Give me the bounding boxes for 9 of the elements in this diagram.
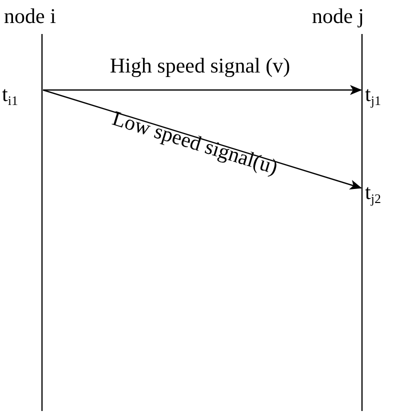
node-label: node i <box>4 6 56 27</box>
arrow <box>42 89 362 190</box>
arrow <box>43 85 362 95</box>
node-label: node j <box>312 6 364 27</box>
edge-label: High speed signal (v) <box>110 56 290 76</box>
edge-label: Low speed signal(u) <box>110 108 280 178</box>
time-label: t$_{j1}$ <box>365 84 381 107</box>
time-label: t$_{j2}$ <box>365 182 381 205</box>
time-label: t$_{i1}$ <box>2 84 18 107</box>
